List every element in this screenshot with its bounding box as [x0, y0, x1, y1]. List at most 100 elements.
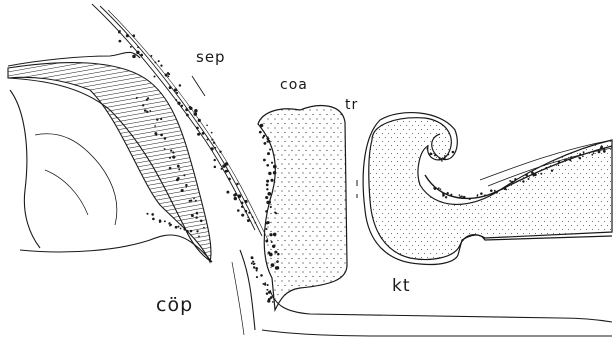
- label-kt: kt: [392, 278, 411, 295]
- cell-dot: [146, 111, 148, 113]
- cell-dot: [194, 109, 198, 113]
- cell-dot: [203, 227, 205, 229]
- cell-dot: [438, 187, 440, 189]
- sep-pointer: [192, 76, 205, 96]
- cell-dot: [142, 104, 144, 106]
- cell-dot: [179, 84, 181, 86]
- cell-dot: [266, 201, 269, 204]
- cell-dot: [270, 206, 272, 208]
- cell-dot: [197, 133, 200, 136]
- cell-dot: [256, 270, 258, 272]
- cell-dot: [155, 134, 157, 136]
- cell-dot: [136, 51, 140, 55]
- cell-dot: [149, 110, 151, 112]
- cell-dot: [266, 188, 268, 190]
- cell-dot: [477, 194, 479, 196]
- cell-dot: [168, 73, 170, 75]
- cell-dot: [184, 228, 187, 231]
- cell-dot: [268, 140, 271, 143]
- cell-dot: [169, 167, 172, 170]
- kt-body: [363, 113, 612, 265]
- cell-dot: [591, 154, 593, 156]
- cell-dot: [265, 210, 268, 213]
- label-coa: coa: [280, 78, 308, 92]
- cell-dot: [126, 34, 129, 37]
- cell-dot: [266, 184, 269, 187]
- cell-dot: [263, 135, 265, 137]
- cell-dot: [525, 174, 528, 177]
- cell-dot: [267, 300, 270, 303]
- cell-dot: [150, 55, 152, 57]
- cell-dot: [164, 148, 166, 150]
- cell-dot: [534, 173, 537, 176]
- cell-dot: [253, 263, 255, 265]
- cell-dot: [160, 221, 162, 223]
- cell-dot: [219, 151, 221, 153]
- cell-dot: [252, 261, 254, 263]
- cell-dot: [267, 284, 269, 286]
- cell-dot: [269, 233, 272, 236]
- cell-dot: [211, 132, 213, 134]
- cell-dot: [430, 153, 432, 155]
- cell-dot: [266, 180, 269, 183]
- cell-dot: [245, 210, 248, 213]
- cell-dot: [186, 230, 189, 233]
- cell-dot: [176, 92, 178, 94]
- cell-dot: [238, 194, 242, 198]
- cell-dot: [509, 180, 511, 182]
- cell-dot: [133, 34, 136, 37]
- cell-dot: [272, 245, 275, 248]
- cell-dot: [545, 167, 547, 169]
- cell-dot: [144, 109, 147, 112]
- cell-dot: [445, 196, 447, 198]
- cell-dot: [269, 148, 271, 150]
- cell-dot: [531, 171, 534, 174]
- cell-dot: [185, 108, 188, 111]
- cell-dot: [275, 212, 277, 214]
- cell-dot: [181, 189, 184, 192]
- cell-dot: [434, 188, 436, 190]
- cell-dot: [176, 178, 179, 181]
- lower-chamber-outline: [20, 235, 212, 262]
- cell-dot: [213, 159, 215, 161]
- cell-dot: [185, 186, 187, 188]
- cell-dot: [434, 154, 436, 156]
- cell-dot: [480, 192, 483, 195]
- cell-dot: [443, 158, 445, 160]
- cell-dot: [241, 202, 244, 205]
- cell-dot: [562, 161, 564, 163]
- cell-dot: [119, 40, 122, 43]
- cell-dot: [276, 260, 279, 263]
- cell-dot: [266, 137, 269, 140]
- cell-dot: [269, 253, 273, 257]
- cell-dot: [265, 240, 268, 243]
- cell-dot: [271, 162, 273, 164]
- cell-dot: [273, 233, 277, 237]
- cell-dot: [154, 125, 156, 127]
- cell-dot: [213, 142, 215, 144]
- cell-dot: [225, 170, 228, 173]
- cell-dot: [177, 165, 180, 168]
- cell-dot: [254, 222, 256, 224]
- cell-dot: [247, 216, 249, 218]
- cell-dot: [505, 189, 507, 191]
- cell-dot: [160, 118, 162, 120]
- cell-dot: [172, 156, 175, 159]
- cell-dot: [169, 222, 171, 224]
- label-tr: tr: [345, 98, 358, 112]
- cell-dot: [196, 212, 198, 214]
- cell-dot: [461, 195, 463, 197]
- cell-dot: [582, 156, 584, 158]
- cell-dot: [191, 214, 194, 217]
- cell-dot: [248, 212, 250, 214]
- cell-dot: [441, 160, 443, 162]
- cell-dot: [271, 263, 275, 267]
- cell-dot: [255, 267, 258, 270]
- cell-dot: [263, 142, 266, 145]
- cell-dot: [195, 200, 197, 202]
- cell-dot: [440, 188, 442, 190]
- cell-dot: [484, 194, 486, 196]
- cell-dot: [195, 216, 197, 218]
- cell-dot: [228, 178, 231, 181]
